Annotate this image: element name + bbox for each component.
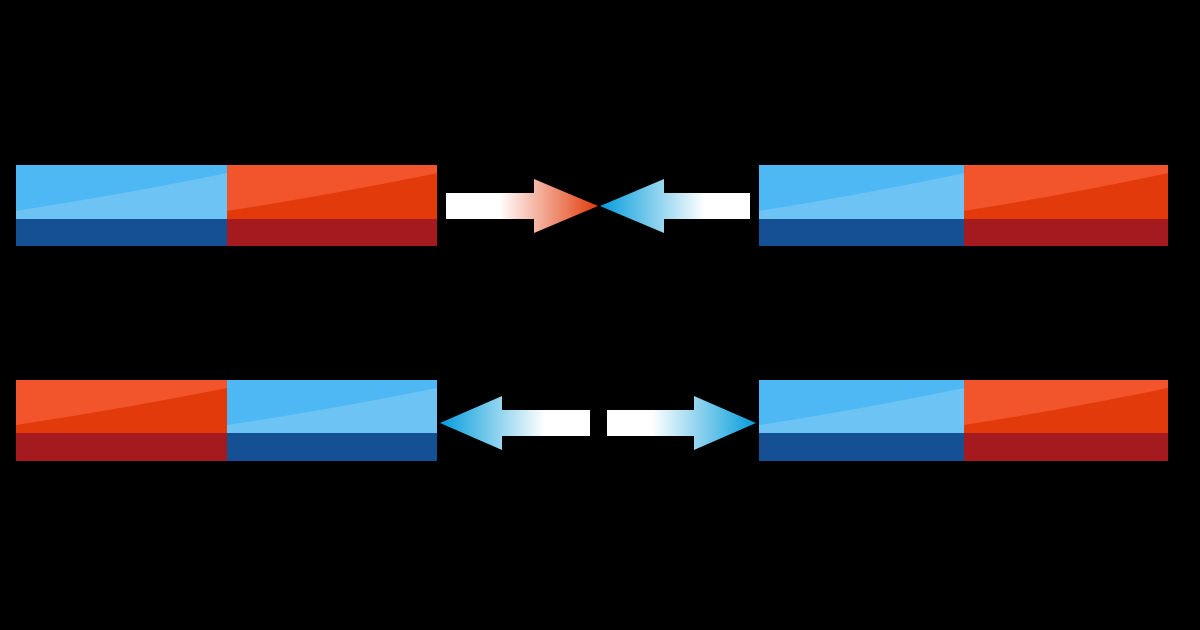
magnet-top-right [759, 165, 1168, 246]
magnet-bottom-right-left-blue-pole [759, 380, 964, 461]
magnet-bottom-right-right-red-pole [964, 380, 1168, 461]
magnet-bottom-left-left-red-pole [16, 380, 227, 461]
magnet-top-right-left-blue-pole [759, 165, 964, 246]
magnet-bottom-left [16, 380, 437, 461]
arrow-bottom-right-right-arrow-icon [607, 396, 756, 450]
magnet-top-left-right-red-pole [227, 165, 437, 246]
magnet-top-left [16, 165, 437, 246]
arrow-top-left-right-arrow-icon [446, 179, 598, 233]
magnet-top-right-right-red-pole [964, 165, 1168, 246]
magnet-bottom-left-right-blue-pole [227, 380, 437, 461]
arrow-top-right-left-arrow-icon [600, 179, 750, 233]
magnet-bottom-right [759, 380, 1168, 461]
magnet-top-left-left-blue-pole [16, 165, 227, 246]
arrow-bottom-left-left-arrow-icon [440, 396, 590, 450]
